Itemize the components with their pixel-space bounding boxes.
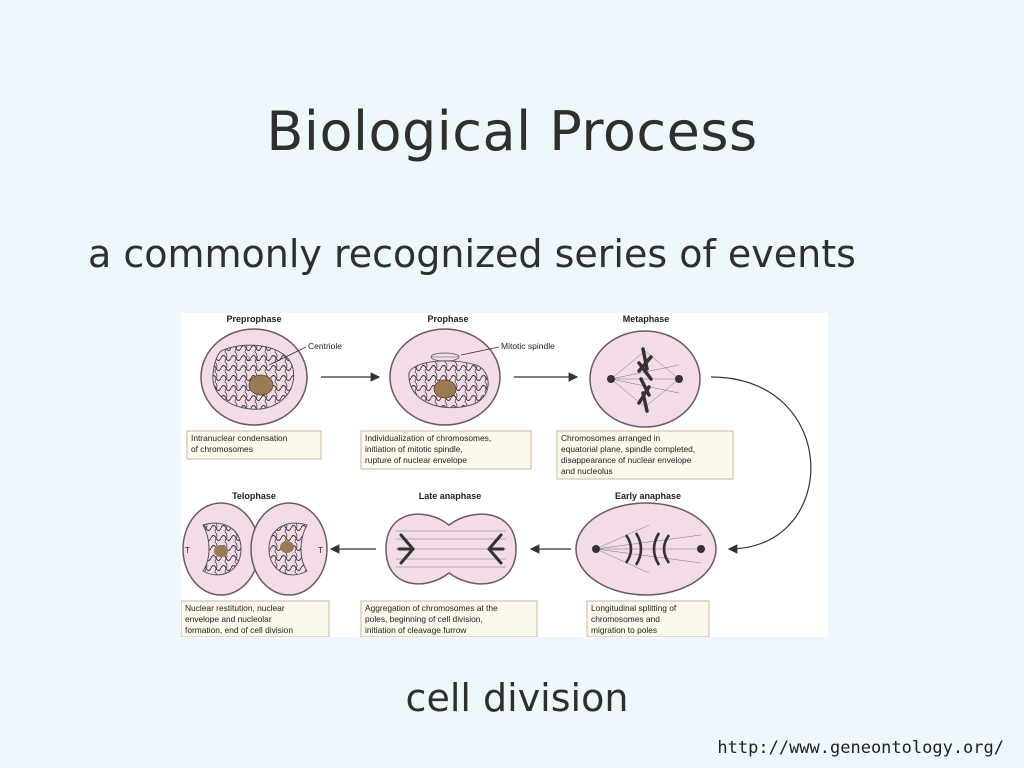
- early-anaphase-cell: [575, 502, 717, 596]
- cell-division-diagram: Preprophase Prophase Metaphase Telophase…: [181, 313, 828, 637]
- description-box-early-anaphase: Longitudinal splitting of chromosomes an…: [586, 600, 710, 637]
- preprophase-cell: ⊥ ⊥ Centriole: [200, 328, 342, 426]
- svg-text:initiation of cleavage furrow: initiation of cleavage furrow: [365, 625, 467, 635]
- svg-text:T: T: [317, 546, 323, 555]
- phase-title-early-anaphase: Early anaphase: [615, 491, 681, 501]
- svg-text:rupture of nuclear envelope: rupture of nuclear envelope: [365, 455, 467, 465]
- phase-arrows: [321, 372, 812, 554]
- diagram-caption: cell division: [405, 676, 629, 720]
- description-box-metaphase: Chromosomes arranged in equatorial plane…: [556, 430, 734, 480]
- description-box-late-anaphase: Aggregation of chromosomes at the poles,…: [360, 600, 538, 637]
- svg-text:Longitudinal splitting of: Longitudinal splitting of: [591, 603, 677, 613]
- svg-text:Chromosomes arranged in: Chromosomes arranged in: [561, 433, 660, 443]
- phase-title-metaphase: Metaphase: [623, 314, 670, 324]
- svg-text:⊥ ⊥: ⊥ ⊥: [246, 355, 260, 363]
- svg-text:Aggregation of chromosomes at: Aggregation of chromosomes at the: [365, 603, 498, 613]
- phase-title-prophase: Prophase: [427, 314, 468, 324]
- svg-text:Intranuclear condensation: Intranuclear condensation: [191, 433, 288, 443]
- svg-text:envelope and nucleolar: envelope and nucleolar: [185, 614, 272, 624]
- phase-title-preprophase: Preprophase: [226, 314, 281, 324]
- svg-text:of chromosomes: of chromosomes: [191, 444, 253, 454]
- svg-text:disappearance of nuclear envel: disappearance of nuclear envelope: [561, 455, 692, 465]
- svg-text:Individualization of chromosom: Individualization of chromosomes,: [365, 433, 491, 443]
- description-box-telophase: Nuclear restitution, nuclear envelope an…: [181, 600, 330, 637]
- svg-text:and nucleolus: and nucleolus: [561, 466, 613, 476]
- slide-subtitle: a commonly recognized series of events: [88, 232, 856, 276]
- svg-text:equatorial plane, spindle comp: equatorial plane, spindle completed,: [561, 444, 695, 454]
- svg-text:chromosomes and: chromosomes and: [591, 614, 660, 624]
- svg-text:Nuclear restitution, nuclear: Nuclear restitution, nuclear: [185, 603, 285, 613]
- source-url[interactable]: http://www.geneontology.org/: [717, 738, 1004, 758]
- metaphase-cell: [589, 330, 701, 428]
- description-box-prophase: Individualization of chromosomes, initia…: [360, 430, 532, 470]
- mitotic-spindle-label: Mitotic spindle: [501, 341, 555, 351]
- prophase-cell: Mitotic spindle: [389, 328, 555, 426]
- svg-text:T: T: [184, 546, 190, 555]
- phase-title-late-anaphase: Late anaphase: [419, 491, 482, 501]
- svg-text:poles, beginning of cell divis: poles, beginning of cell division,: [365, 614, 483, 624]
- svg-text:migration to poles: migration to poles: [591, 625, 657, 635]
- centriole-label: Centriole: [308, 341, 342, 351]
- svg-text:initiation of mitotic spindle,: initiation of mitotic spindle,: [365, 444, 463, 454]
- telophase-cells: T T: [182, 502, 328, 596]
- late-anaphase-cell: [385, 513, 517, 585]
- phase-title-telophase: Telophase: [232, 491, 276, 501]
- description-box-preprophase: Intranuclear condensation of chromosomes: [186, 430, 322, 460]
- slide-title: Biological Process: [266, 100, 758, 163]
- svg-text:formation, end of cell divisio: formation, end of cell division: [185, 625, 293, 635]
